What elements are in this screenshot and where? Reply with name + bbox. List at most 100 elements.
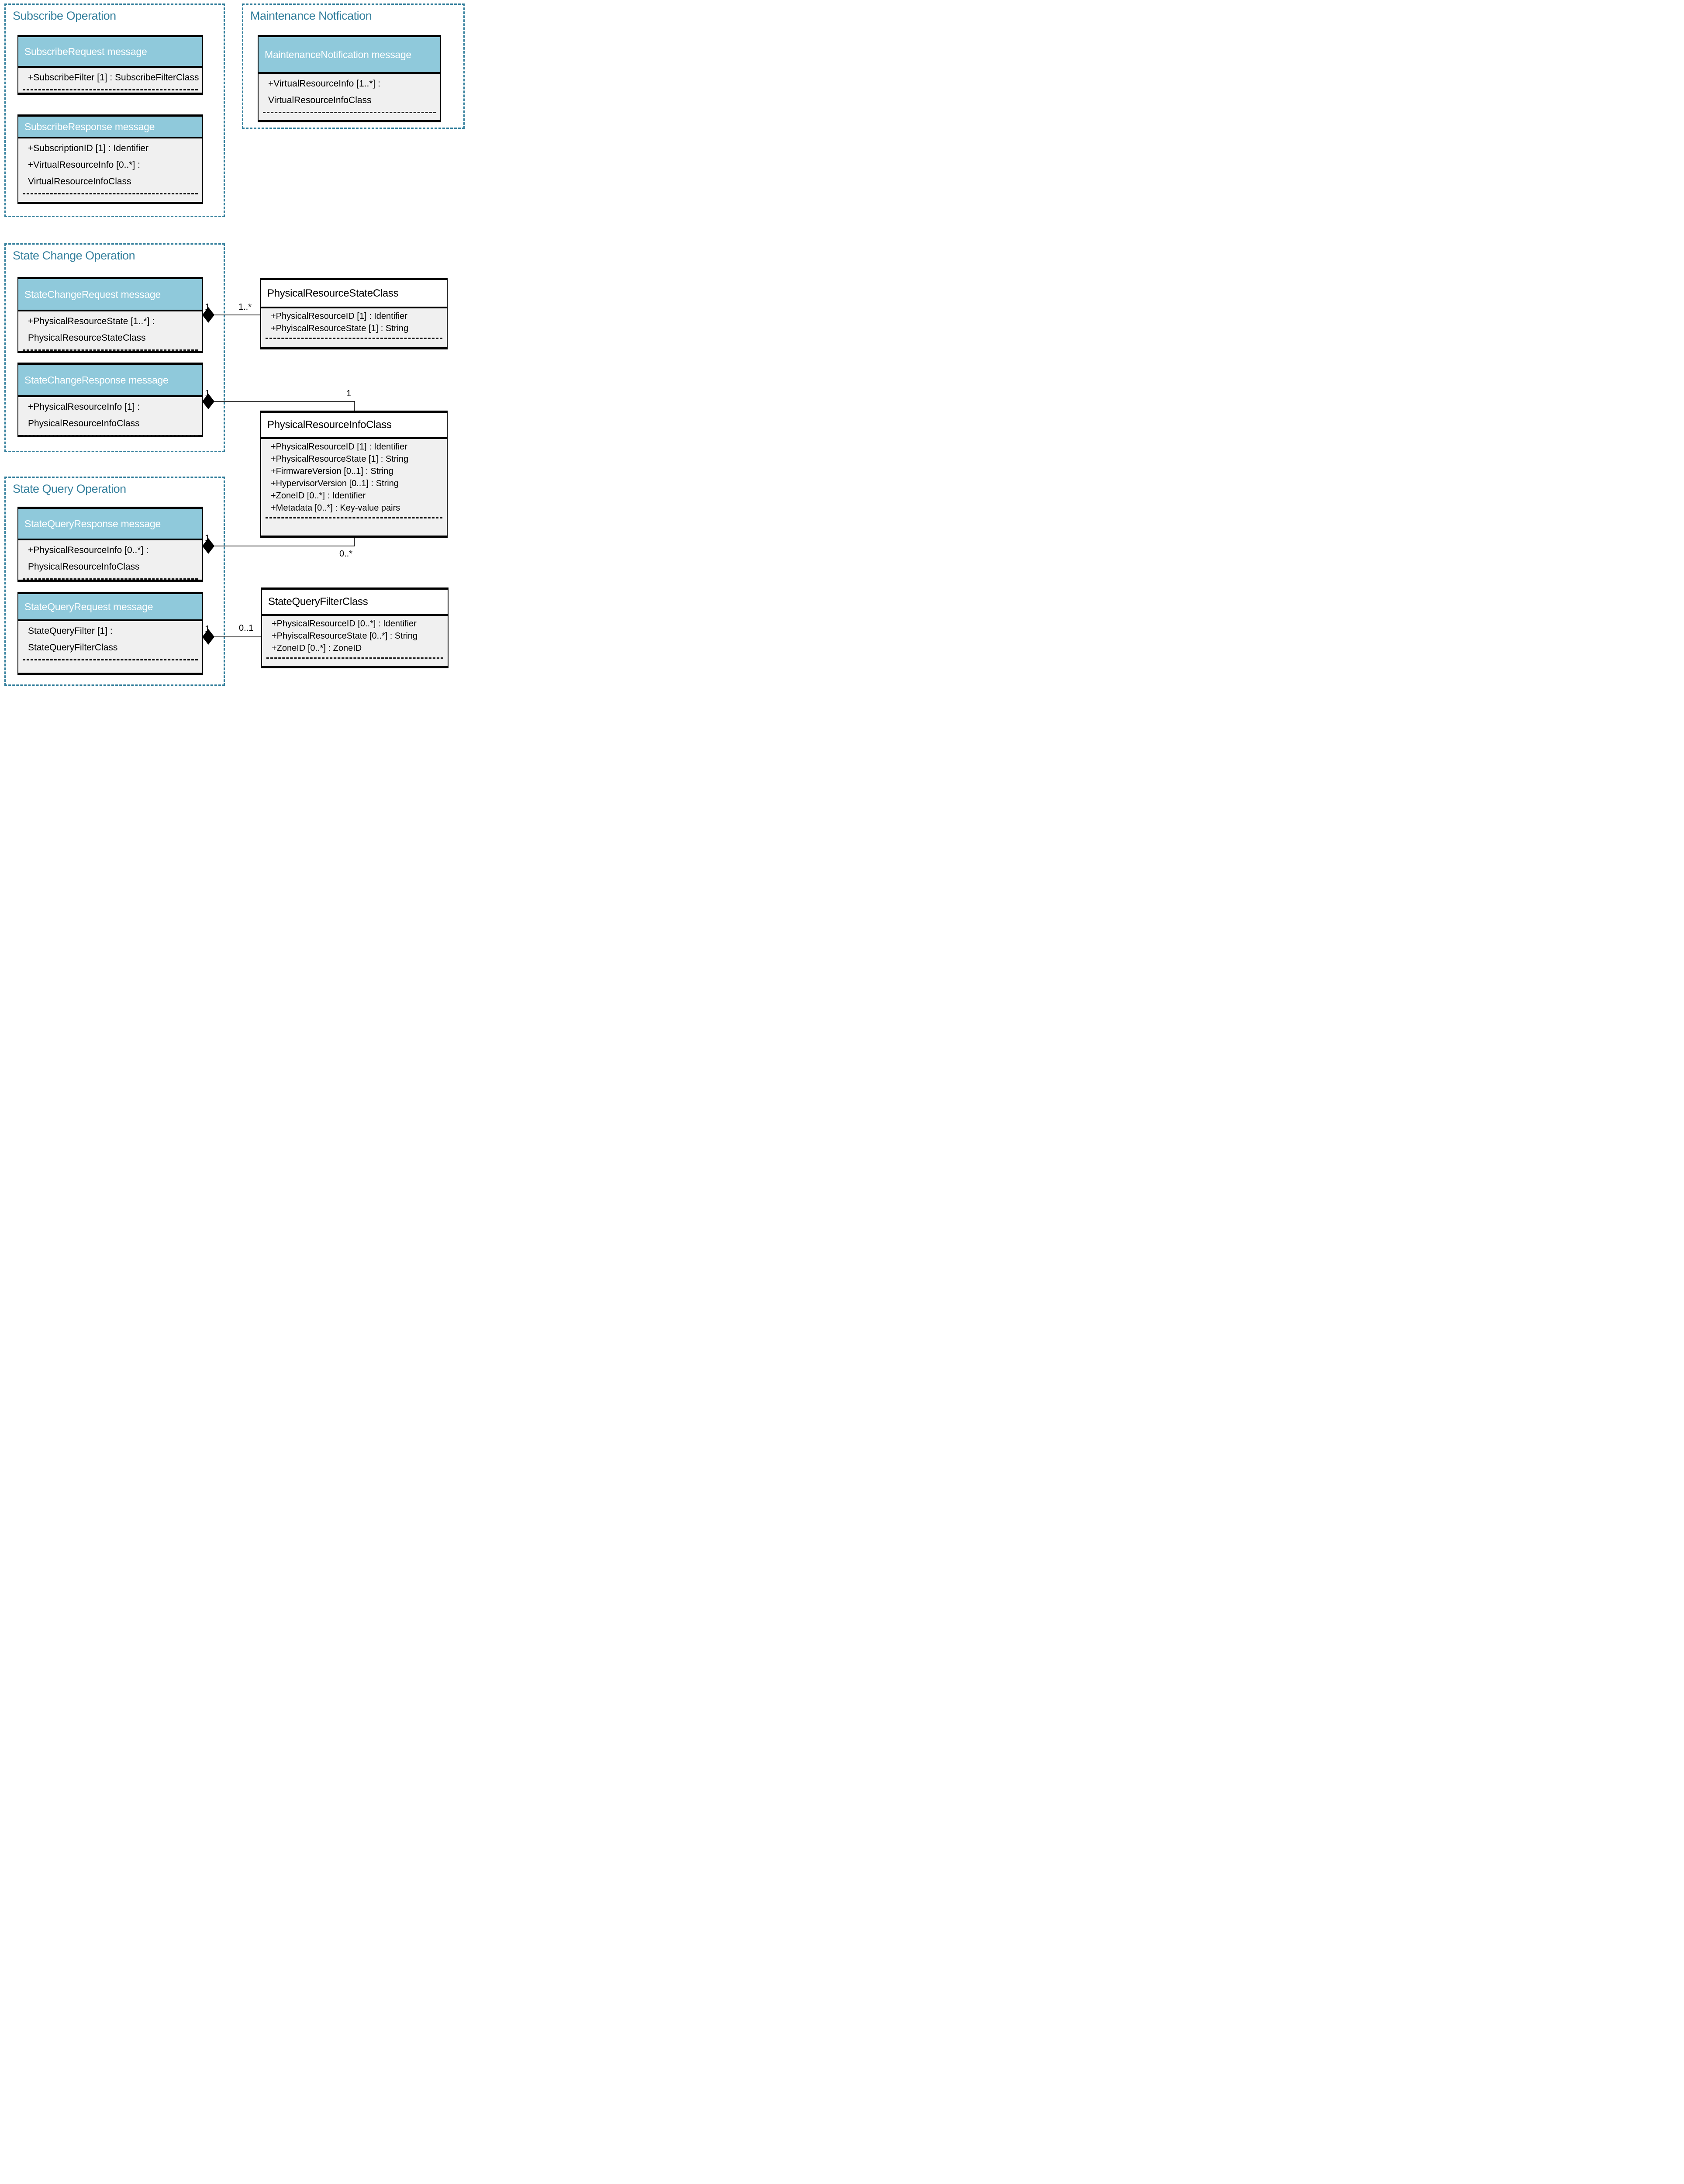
box-header: StateChangeRequest message — [18, 279, 202, 311]
compartment-divider — [266, 338, 442, 339]
empty-compartment — [265, 339, 443, 347]
box-body: +SubscribeFilter [1] : SubscribeFilterCl… — [18, 68, 202, 93]
compartment-divider — [23, 578, 198, 580]
compartment-divider — [23, 349, 198, 351]
attribute-line: StateQueryFilterClass — [28, 643, 118, 653]
attribute-line: +PhysicalResourceInfo [0..*] : — [28, 545, 149, 555]
box-header: SubscribeRequest message — [18, 37, 202, 68]
box-title: StateChangeRequest message — [24, 288, 161, 300]
box-state-query-request-message: StateQueryRequest message StateQueryFilt… — [17, 592, 203, 675]
attribute-line: +Metadata [0..*] : Key-value pairs — [271, 503, 400, 513]
attribute-line: +PhysicalResourceState [1..*] : — [28, 316, 155, 326]
compartment-divider — [266, 657, 443, 659]
group-maintenance-notification: Maintenance Notfication — [242, 3, 465, 129]
box-state-change-response-message: StateChangeResponse message +PhysicalRes… — [17, 363, 203, 437]
attribute-list: +PhysicalResourceInfo [0..*] : PhysicalR… — [22, 542, 199, 575]
box-title: StateChangeResponse message — [24, 374, 169, 386]
multiplicity-label: 1 — [205, 302, 210, 312]
class-physical-resource-state-class: PhysicalResourceStateClass +PhysicalReso… — [260, 278, 448, 349]
group-title-state-query-operation: State Query Operation — [13, 482, 126, 495]
empty-compartment — [265, 518, 443, 536]
group-title-subscribe-operation: Subscribe Operation — [13, 9, 116, 22]
multiplicity-label: 0..1 — [239, 623, 254, 633]
class-state-query-filter-class: StateQueryFilterClass +PhysicalResourceI… — [261, 587, 449, 668]
empty-compartment — [22, 90, 199, 93]
compartment-divider — [263, 112, 436, 113]
compartment-divider — [23, 193, 198, 194]
attribute-line: +VirtualResourceInfo [0..*] : — [28, 160, 141, 170]
compartment-divider — [23, 659, 198, 660]
box-body: +PhysicalResourceInfo [0..*] : PhysicalR… — [18, 540, 202, 580]
class-title: PhysicalResourceInfoClass — [267, 419, 392, 431]
box-body: +PhysicalResourceInfo [1] : PhysicalReso… — [18, 397, 202, 436]
multiplicity-label: 1 — [205, 533, 210, 543]
uml-diagram-canvas: Subscribe Operation Maintenance Notficat… — [0, 0, 468, 688]
empty-compartment — [266, 659, 444, 666]
attribute-line: +FirmwareVersion [0..1] : String — [271, 467, 393, 476]
group-state-change-operation: State Change Operation — [4, 243, 225, 452]
attribute-line: +PhyiscalResourceState [0..*] : String — [272, 631, 418, 641]
attribute-line: PhysicalResourceStateClass — [28, 333, 146, 343]
box-body: +SubscriptionID [1] : Identifier +Virtua… — [18, 138, 202, 202]
attribute-line: +ZoneID [0..*] : ZoneID — [272, 643, 362, 653]
multiplicity-label: 1..* — [238, 302, 252, 312]
attribute-list: +PhysicalResourceID [1] : Identifier +Ph… — [265, 310, 443, 335]
class-header: PhysicalResourceInfoClass — [261, 413, 447, 439]
attribute-list: StateQueryFilter [1] : StateQueryFilterC… — [22, 623, 199, 656]
class-body: +PhysicalResourceID [1] : Identifier +Ph… — [261, 439, 447, 536]
attribute-list: +SubscribeFilter [1] : SubscribeFilterCl… — [22, 69, 199, 86]
box-header: SubscribeResponse message — [18, 117, 202, 138]
box-title: MaintenanceNotification message — [265, 48, 411, 60]
group-title-state-change-operation: State Change Operation — [13, 249, 135, 262]
class-physical-resource-info-class: PhysicalResourceInfoClass +PhysicalResou… — [260, 411, 448, 538]
box-title: SubscribeResponse message — [24, 121, 155, 132]
empty-compartment — [22, 660, 199, 673]
attribute-line: +PhyiscalResourceState [1] : String — [271, 324, 409, 333]
box-title: StateQueryRequest message — [24, 601, 153, 612]
attribute-line: +PhysicalResourceID [1] : Identifier — [271, 442, 407, 452]
group-subscribe-operation: Subscribe Operation — [4, 3, 225, 217]
empty-compartment — [22, 194, 199, 202]
attribute-line: +PhysicalResourceID [1] : Identifier — [271, 311, 407, 321]
class-header: PhysicalResourceStateClass — [261, 280, 447, 308]
attribute-list: +SubscriptionID [1] : Identifier +Virtua… — [22, 140, 199, 190]
class-title: StateQueryFilterClass — [268, 596, 368, 608]
connector-statequeryresponse-line — [203, 538, 355, 546]
group-state-query-operation: State Query Operation — [4, 477, 225, 686]
box-header: StateQueryResponse message — [18, 509, 202, 540]
box-body: +PhysicalResourceState [1..*] : Physical… — [18, 311, 202, 351]
multiplicity-label: 0..* — [339, 549, 353, 559]
box-subscribe-request-message: SubscribeRequest message +SubscribeFilte… — [17, 35, 203, 95]
box-maintenance-notification-message: MaintenanceNotification message +Virtual… — [258, 35, 441, 122]
box-body: +VirtualResourceInfo [1..*] : VirtualRes… — [259, 74, 440, 120]
box-state-change-request-message: StateChangeRequest message +PhysicalReso… — [17, 277, 203, 353]
class-body: +PhysicalResourceID [0..*] : Identifier … — [262, 616, 448, 666]
attribute-line: PhysicalResourceInfoClass — [28, 562, 140, 572]
attribute-line: StateQueryFilter [1] : — [28, 626, 113, 636]
compartment-divider — [23, 89, 198, 90]
box-header: MaintenanceNotification message — [259, 37, 440, 74]
attribute-line: +SubscriptionID [1] : Identifier — [28, 143, 149, 153]
box-state-query-response-message: StateQueryResponse message +PhysicalReso… — [17, 507, 203, 582]
attribute-line: +PhysicalResourceInfo [1] : — [28, 402, 140, 412]
attribute-line: VirtualResourceInfoClass — [268, 95, 372, 105]
group-title-maintenance-notification: Maintenance Notfication — [250, 9, 372, 22]
box-title: StateQueryResponse message — [24, 518, 161, 529]
attribute-line: +PhysicalResourceID [0..*] : Identifier — [272, 619, 417, 629]
box-subscribe-response-message: SubscribeResponse message +SubscriptionI… — [17, 114, 203, 204]
empty-compartment — [262, 113, 437, 120]
attribute-list: +PhysicalResourceState [1..*] : Physical… — [22, 313, 199, 346]
class-title: PhysicalResourceStateClass — [267, 287, 399, 299]
compartment-divider — [266, 517, 442, 518]
attribute-line: +SubscribeFilter [1] : SubscribeFilterCl… — [28, 73, 199, 83]
attribute-line: VirtualResourceInfoClass — [28, 176, 131, 187]
attribute-line: +ZoneID [0..*] : Identifier — [271, 491, 366, 501]
attribute-line: PhysicalResourceInfoClass — [28, 418, 140, 429]
attribute-list: +VirtualResourceInfo [1..*] : VirtualRes… — [262, 76, 437, 109]
multiplicity-label: 1 — [205, 624, 210, 634]
connector-statechangeresponse-line — [203, 401, 355, 411]
attribute-list: +PhysicalResourceID [1] : Identifier +Ph… — [265, 441, 443, 514]
box-header: StateChangeResponse message — [18, 365, 202, 397]
box-body: StateQueryFilter [1] : StateQueryFilterC… — [18, 621, 202, 673]
class-header: StateQueryFilterClass — [262, 590, 448, 616]
